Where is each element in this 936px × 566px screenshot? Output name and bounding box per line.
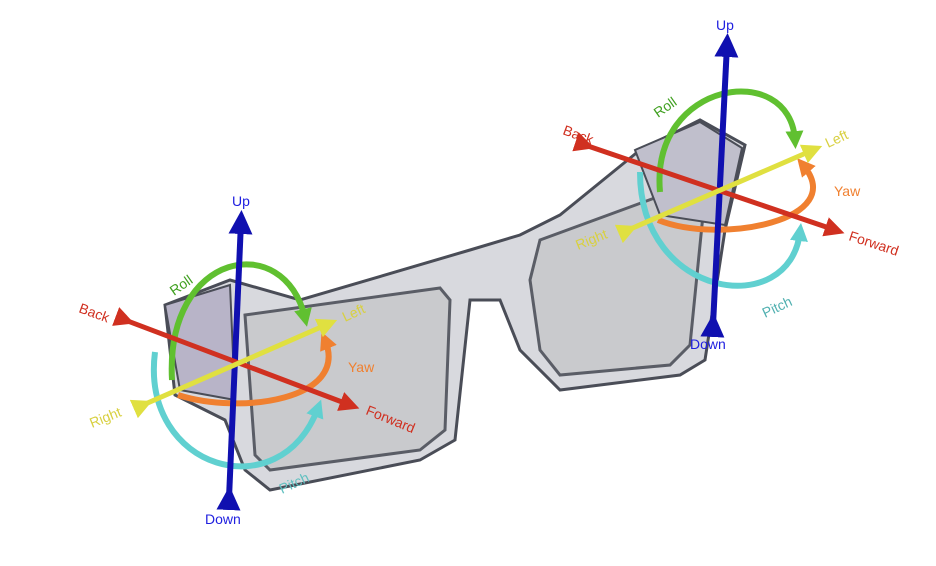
right-pitch-label: Pitch <box>760 293 795 321</box>
right-left-right-axis <box>614 144 823 244</box>
left-left-right-axis <box>129 318 338 419</box>
right-back-label: Back <box>561 122 597 148</box>
left-back-label: Back <box>77 300 113 326</box>
left-axes: Up Down Back Forward Left Right Roll Yaw… <box>77 193 418 527</box>
right-left-label: Left <box>823 126 851 150</box>
right-down-label: Down <box>690 336 726 352</box>
left-yaw-label: Yaw <box>348 359 375 375</box>
right-yaw-label: Yaw <box>834 183 861 199</box>
right-roll-label: Roll <box>651 94 680 121</box>
left-up-label: Up <box>232 193 250 209</box>
left-right-label: Right <box>87 404 123 431</box>
right-forward-label: Forward <box>847 228 901 259</box>
left-down-label: Down <box>205 511 241 527</box>
right-up-label: Up <box>716 17 734 33</box>
